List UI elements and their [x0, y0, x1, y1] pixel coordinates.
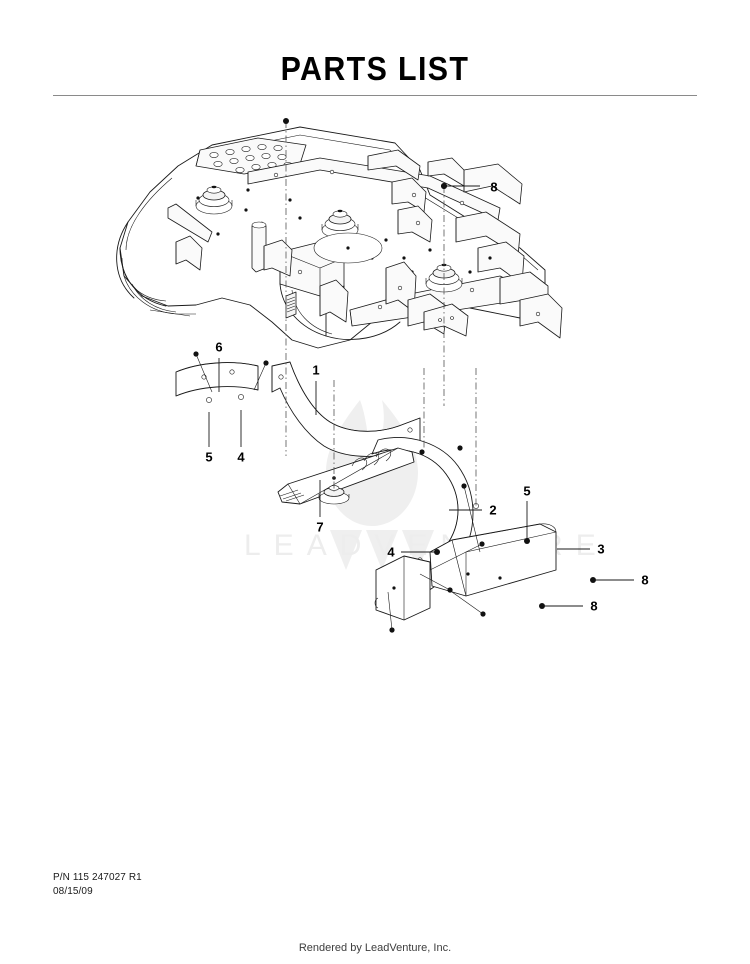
page-title: PARTS LIST: [280, 50, 470, 87]
footer-credit: Rendered by LeadVenture, Inc.: [298, 942, 452, 954]
callout-8-deflector-bottom: 8: [590, 598, 598, 614]
footer-revision-date: 08/15/09: [53, 886, 93, 897]
title-divider: [53, 95, 697, 96]
deck-skid-plate-left: [167, 203, 213, 271]
callout-leader-dots: [434, 183, 596, 609]
part-7-blade: [277, 447, 415, 505]
callout-8-deflector-top: 8: [641, 572, 649, 588]
blade-mount-hardware: [318, 485, 350, 505]
parts-diagram: .ln { fill:none; stroke:#1a1a1a; stroke-…: [0, 100, 750, 700]
hardware-leaders: [195, 353, 484, 631]
callout-7-blade: 7: [316, 519, 324, 535]
callout-1-large-baffle: 1: [312, 362, 320, 378]
footer-part-number: P/N 115 247027 R1: [53, 872, 142, 883]
mower-deck-assembly: [116, 126, 563, 349]
callout-leaders: [208, 185, 634, 607]
callout-5-fastener-left: 5: [205, 449, 213, 465]
callout-4-fastener-right: 4: [387, 544, 395, 560]
callout-6-small-baffle: 6: [215, 339, 223, 355]
deck-rear-hitch: [455, 211, 525, 285]
part-6-baffle: [175, 362, 259, 397]
parts-diagram-svg: .ln { fill:none; stroke:#1a1a1a; stroke-…: [116, 118, 634, 633]
deck-side-plates: [499, 271, 563, 339]
deck-rear-brackets: [367, 149, 523, 243]
callout-8-rear-deck: 8: [490, 179, 498, 195]
deck-spindle-center: [321, 209, 359, 239]
deck-spindle-left: [195, 185, 233, 215]
callout-3-deflector: 3: [597, 541, 605, 557]
deck-mount-foot: [423, 303, 469, 337]
callout-5-fastener-right: 5: [523, 483, 531, 499]
deck-vent-plate: [195, 137, 307, 175]
callout-2-chute-baffle: 2: [489, 502, 497, 518]
deck-decal: [285, 291, 297, 319]
callout-4-fastener-left: 4: [237, 449, 245, 465]
